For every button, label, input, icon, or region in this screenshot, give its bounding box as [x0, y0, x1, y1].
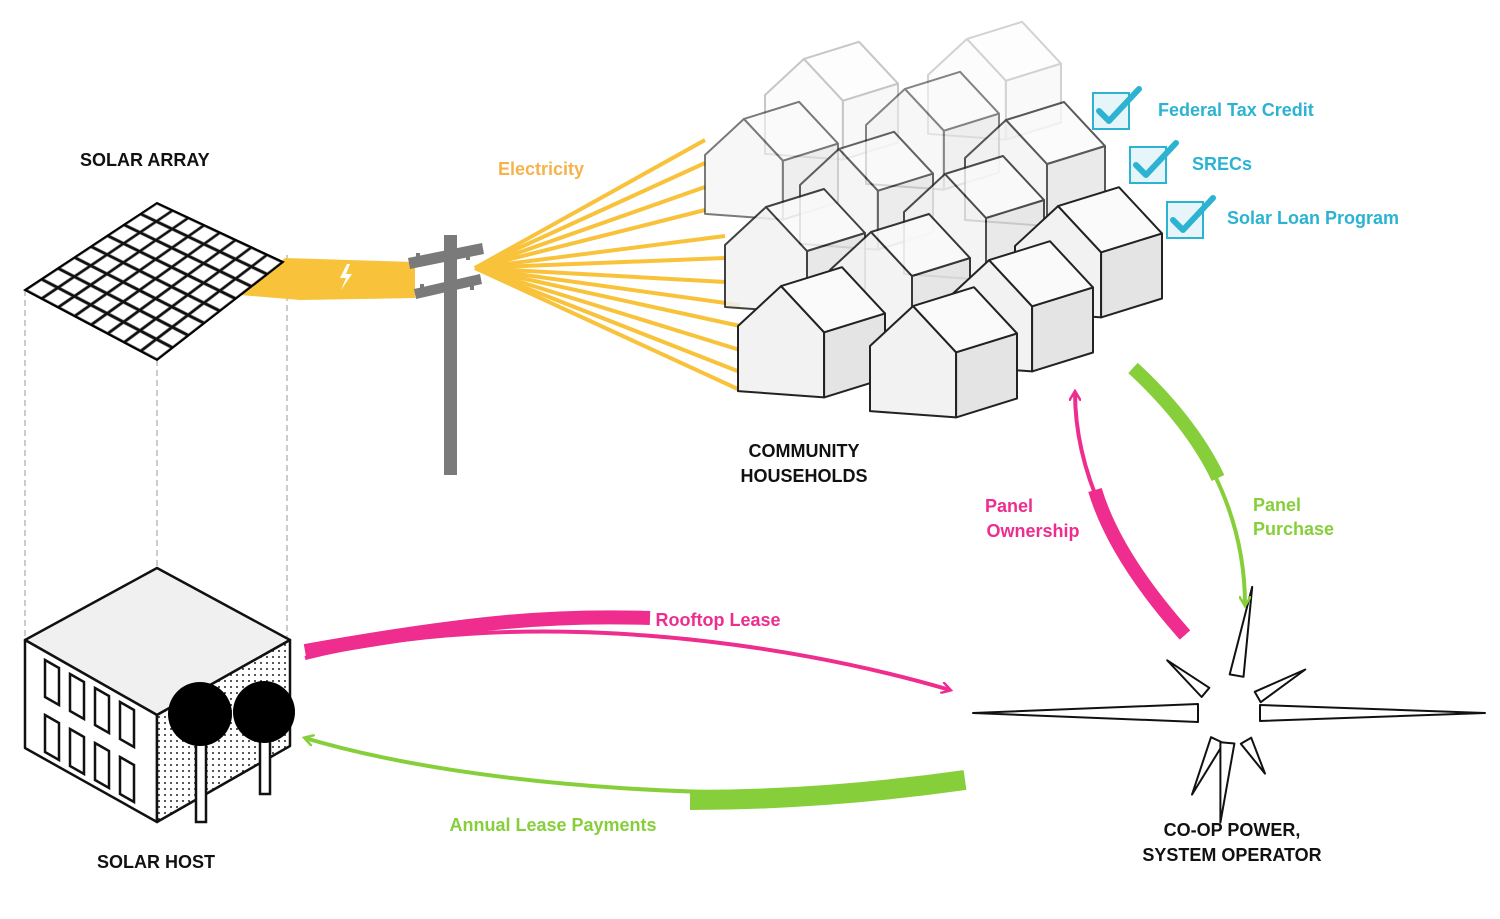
- utility-pole-icon: [408, 235, 484, 475]
- window: [118, 699, 136, 750]
- window: [68, 726, 86, 777]
- panel-ownership-label-line1: Panel: [985, 496, 1033, 516]
- incentive-item: Solar Loan Program: [1166, 195, 1399, 239]
- panel-ownership-label-line2: Ownership: [986, 521, 1079, 541]
- starburst-spike: [1228, 585, 1254, 678]
- house-icon: [869, 286, 1018, 419]
- starburst-spike: [1253, 668, 1307, 704]
- window: [43, 657, 61, 708]
- window: [93, 740, 111, 791]
- window: [43, 712, 61, 763]
- panel-purchase-label-line2: Purchase: [1253, 519, 1334, 539]
- solar-panel-icon: [23, 201, 285, 362]
- incentive-item: SRECs: [1129, 140, 1252, 184]
- community-houses: [704, 20, 1163, 419]
- starburst-icon: [972, 585, 1486, 824]
- electricity-lines: [474, 138, 741, 392]
- rooftop-lease-label: Rooftop Lease: [655, 610, 780, 630]
- annual-lease-arrow: [305, 738, 967, 810]
- coop-label-line1: CO-OP POWER,: [1164, 820, 1301, 840]
- building-icon: [23, 566, 295, 824]
- lightning-icon: [340, 264, 352, 290]
- building-windows: [43, 657, 136, 805]
- panel-purchase-label-line1: Panel: [1253, 495, 1301, 515]
- panel-ownership-arrow: [1075, 392, 1191, 640]
- window: [68, 671, 86, 722]
- starburst-spike: [1166, 659, 1211, 698]
- starburst-spike: [1259, 704, 1486, 722]
- check-icon: [1133, 140, 1179, 178]
- incentive-label: SRECs: [1192, 154, 1252, 174]
- starburst-spike: [1219, 741, 1236, 824]
- community-label-line1: COMMUNITY: [749, 441, 860, 461]
- solar-host-label: SOLAR HOST: [97, 852, 215, 872]
- electricity-band: [240, 258, 415, 300]
- tree-icon: [168, 682, 232, 824]
- panel-purchase-arrow: [1128, 362, 1245, 605]
- incentive-item: Federal Tax Credit: [1092, 86, 1314, 130]
- incentive-label: Solar Loan Program: [1227, 208, 1399, 228]
- window: [118, 754, 136, 805]
- annual-lease-label: Annual Lease Payments: [449, 815, 656, 835]
- solar-array-label: SOLAR ARRAY: [80, 150, 210, 170]
- starburst-spike: [1191, 736, 1225, 796]
- check-icon: [1096, 86, 1142, 124]
- starburst-spike: [972, 703, 1199, 723]
- tree-icon: [233, 681, 295, 796]
- incentive-label: Federal Tax Credit: [1158, 100, 1314, 120]
- check-icon: [1170, 195, 1216, 233]
- window: [93, 685, 111, 736]
- electricity-label: Electricity: [498, 159, 584, 179]
- coop-label-line2: SYSTEM OPERATOR: [1142, 845, 1321, 865]
- starburst-spike: [1239, 736, 1266, 775]
- rooftop-lease-arrow: [303, 610, 950, 690]
- community-label-line2: HOUSEHOLDS: [740, 466, 867, 486]
